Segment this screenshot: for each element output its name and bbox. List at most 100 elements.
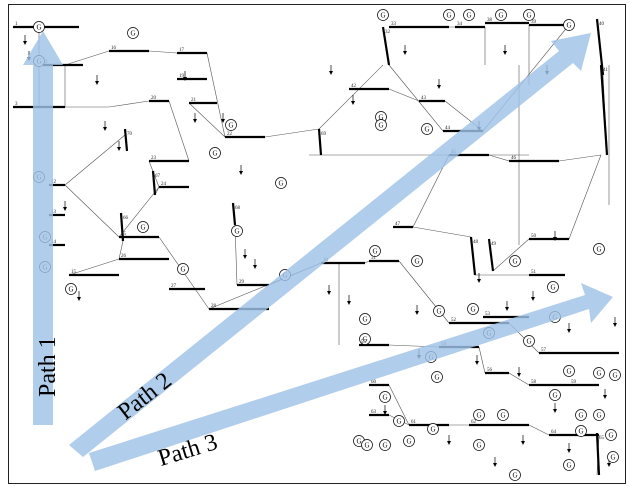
bus-bar: [123, 128, 129, 152]
bus-number: 42: [351, 84, 357, 89]
load-arrow: [327, 291, 331, 295]
load-arrow: [243, 255, 247, 259]
generator-symbol: G: [356, 438, 361, 446]
bus-number-labels: 1231213141516171920212223242526272829303…: [15, 18, 609, 441]
bus-number: 24: [161, 182, 167, 187]
bus-number: 12: [51, 180, 57, 185]
generator-icon: G: [379, 439, 391, 451]
generator-icon: G: [509, 469, 521, 481]
generator-icon: G: [375, 119, 387, 131]
bus-number: 3: [15, 102, 18, 107]
bus-bar: [487, 238, 495, 272]
load-arrow: [521, 441, 525, 445]
generator-symbol: G: [362, 316, 367, 324]
load-arrow: [63, 207, 67, 211]
transmission-line: [318, 64, 384, 130]
load-arrow: [503, 51, 507, 55]
transmission-line: [118, 240, 124, 260]
bus-number: 33: [391, 22, 397, 27]
generator-symbol: G: [466, 12, 471, 20]
bus-number: 27: [171, 284, 177, 289]
generator-icon: G: [433, 305, 445, 317]
generator-symbol: G: [430, 426, 435, 434]
load-arrow: [553, 237, 557, 241]
generator-symbol: G: [212, 150, 217, 158]
transmission-line: [478, 346, 486, 374]
generator-symbol: G: [234, 228, 239, 236]
generator-icon: G: [463, 9, 475, 21]
generator-symbol: G: [278, 180, 283, 188]
generator-icon: G: [377, 9, 389, 21]
bus-number: 58: [531, 380, 537, 385]
generator-icon: G: [137, 221, 149, 233]
load-arrow: [531, 297, 535, 301]
generator-symbol: G: [476, 442, 481, 450]
generator-symbol: G: [68, 286, 73, 294]
load-arrows: [23, 35, 617, 467]
transmission-line: [64, 50, 110, 66]
bus-number: 55: [361, 340, 367, 345]
transmission-line: [168, 100, 190, 162]
transmission-line: [388, 384, 410, 426]
generator-icon: G: [225, 119, 237, 131]
bus-number: 28: [211, 304, 217, 309]
bus-number: 48: [473, 240, 479, 245]
generator-icon: G: [473, 409, 485, 421]
transmission-line: [492, 238, 530, 272]
transmission-line: [108, 100, 150, 108]
transmission-line: [558, 154, 602, 162]
load-arrow: [607, 463, 611, 467]
path-1-arrow: [23, 31, 63, 425]
bus-number: 49: [491, 242, 497, 247]
bus-number: 19: [179, 74, 185, 79]
transmission-line: [206, 52, 226, 138]
generator-symbol: G: [130, 30, 135, 38]
bus-number: 41: [603, 68, 609, 73]
generator-symbol: G: [382, 394, 387, 402]
bus-number: 13: [51, 210, 57, 215]
load-arrow: [347, 301, 351, 305]
bus-number: 1: [15, 22, 18, 27]
bus-number: 23: [151, 156, 157, 161]
generator-symbol: G: [180, 266, 185, 274]
generator-symbol: G: [566, 368, 571, 376]
load-arrow: [603, 395, 607, 399]
path-3-arrow: [89, 283, 613, 471]
bus-number: 46: [511, 156, 517, 161]
generator-symbol: G: [228, 122, 233, 130]
bus-number: 50: [531, 234, 537, 239]
bus-number: 25: [121, 232, 127, 237]
generator-icon: G: [361, 439, 373, 451]
load-arrow: [183, 77, 187, 81]
bus-bar: [119, 212, 125, 242]
transmission-line: [568, 154, 602, 240]
bus-number: 61: [411, 420, 417, 425]
generator-symbol: G: [610, 454, 615, 462]
generator-symbol: G: [424, 126, 429, 134]
bus-number: 21: [191, 98, 197, 103]
bus-bar: [151, 170, 157, 196]
generator-icon: G: [411, 255, 423, 267]
bus-number: 47: [395, 222, 401, 227]
bus-number: 52: [451, 318, 457, 323]
load-arrow: [415, 311, 419, 315]
bus-number: 15: [71, 270, 77, 275]
generator-symbol: G: [566, 22, 571, 30]
generator-icon: G: [33, 21, 45, 33]
bus-bar: [317, 128, 323, 156]
load-arrow: [437, 85, 441, 89]
load-arrow: [567, 449, 571, 453]
load-arrow: [447, 441, 451, 445]
generator-symbol: G: [396, 418, 401, 426]
load-arrow: [23, 41, 27, 45]
bus-bar: [231, 202, 237, 226]
bus-number: 34: [457, 22, 463, 27]
bus-number: 20: [151, 96, 157, 101]
generator-icon: G: [609, 369, 621, 381]
bus-number: 53: [485, 312, 491, 317]
generator-symbol: G: [378, 114, 383, 122]
bus-number: 65: [599, 436, 605, 441]
bus-number: 17: [179, 48, 185, 53]
load-arrow: [329, 71, 333, 75]
